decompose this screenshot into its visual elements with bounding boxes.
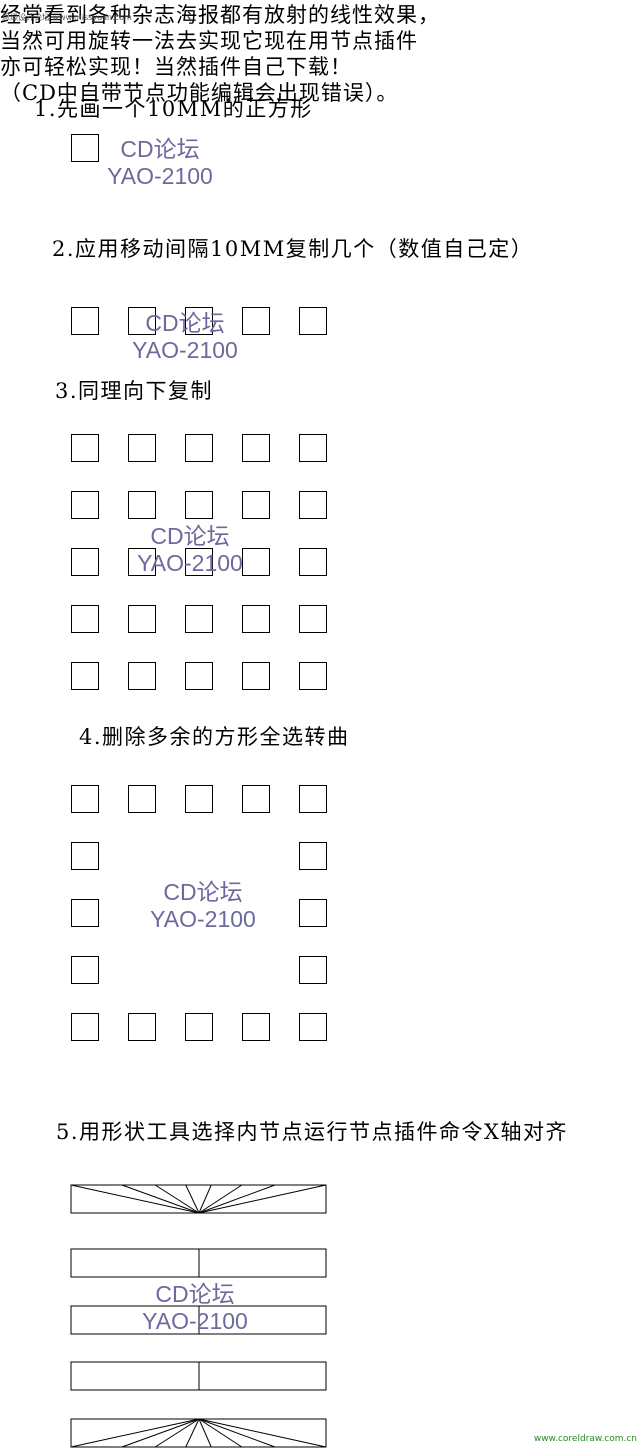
square bbox=[242, 491, 270, 519]
square bbox=[71, 785, 99, 813]
step-4-heading: 4.删除多余的方形全选转曲 bbox=[79, 725, 350, 749]
square bbox=[242, 548, 270, 576]
square bbox=[185, 1013, 213, 1041]
intro-line-1: 经常看到各种杂志海报都有放射的线性效果， bbox=[0, 3, 440, 27]
square bbox=[299, 842, 327, 870]
node-bar bbox=[70, 1305, 327, 1335]
square bbox=[71, 605, 99, 633]
square bbox=[299, 1013, 327, 1041]
brand-name: CD论坛 bbox=[120, 136, 200, 162]
square bbox=[299, 548, 327, 576]
square bbox=[128, 307, 156, 335]
square bbox=[128, 605, 156, 633]
node-bar bbox=[70, 1361, 327, 1391]
square bbox=[185, 662, 213, 690]
square bbox=[299, 605, 327, 633]
square bbox=[71, 662, 99, 690]
step-1-heading: 1.先画一个10MM的正方形 bbox=[34, 97, 313, 121]
square bbox=[128, 785, 156, 813]
brand-watermark-1: CD论坛 YAO-2100 bbox=[100, 136, 220, 190]
step-3-heading: 3.同理向下复制 bbox=[55, 379, 214, 403]
brand-code: YAO-2100 bbox=[150, 906, 256, 932]
brand-code: YAO-2100 bbox=[132, 337, 238, 363]
brand-watermark-4: CD论坛 YAO-2100 bbox=[138, 879, 268, 933]
square bbox=[71, 842, 99, 870]
square bbox=[128, 491, 156, 519]
square bbox=[71, 307, 99, 335]
square bbox=[71, 548, 99, 576]
square bbox=[242, 605, 270, 633]
square bbox=[299, 899, 327, 927]
intro-text: 经常看到各种杂志海报都有放射的线性效果， 当然可用旋转一法去实现它现在用节点插件… bbox=[0, 2, 440, 106]
square bbox=[242, 1013, 270, 1041]
intro-line-3: 亦可轻松实现！当然插件自己下载！ bbox=[0, 55, 352, 79]
square bbox=[71, 956, 99, 984]
square bbox=[242, 307, 270, 335]
square bbox=[299, 662, 327, 690]
square bbox=[299, 434, 327, 462]
square bbox=[71, 899, 99, 927]
square bbox=[185, 307, 213, 335]
brand-watermark-3: CD论坛 YAO-2100 bbox=[130, 523, 250, 577]
brand-watermark-2: CD论坛 YAO-2100 bbox=[125, 310, 245, 364]
square bbox=[71, 1013, 99, 1041]
site-watermark: 思缘设计论坛 www.missyuan.com bbox=[2, 13, 132, 22]
node-bar bbox=[70, 1184, 327, 1214]
square bbox=[185, 434, 213, 462]
square bbox=[128, 434, 156, 462]
square bbox=[242, 434, 270, 462]
step-2-heading: 2.应用移动间隔10MM复制几个（数值自己定） bbox=[52, 237, 534, 261]
square bbox=[299, 491, 327, 519]
intro-line-2: 当然可用旋转一法去实现它现在用节点插件 bbox=[0, 29, 418, 53]
square bbox=[185, 605, 213, 633]
square bbox=[185, 785, 213, 813]
brand-code: YAO-2100 bbox=[107, 163, 213, 189]
brand-code: YAO-2100 bbox=[137, 550, 243, 576]
square bbox=[242, 662, 270, 690]
brand-name: CD论坛 bbox=[145, 310, 225, 336]
brand-name: CD论坛 bbox=[155, 1281, 235, 1307]
aligned-node-bars bbox=[70, 1184, 327, 1448]
square bbox=[185, 548, 213, 576]
brand-code: YAO-2100 bbox=[142, 1308, 248, 1334]
square bbox=[128, 662, 156, 690]
square bbox=[128, 548, 156, 576]
brand-name: CD论坛 bbox=[163, 879, 243, 905]
square bbox=[71, 491, 99, 519]
node-bar bbox=[70, 1248, 327, 1278]
square bbox=[128, 1013, 156, 1041]
square bbox=[299, 785, 327, 813]
square bbox=[299, 956, 327, 984]
brand-watermark-5: CD论坛 YAO-2100 bbox=[130, 1281, 260, 1335]
square bbox=[242, 785, 270, 813]
footer-site-link[interactable]: www.coreldraw.com.cn bbox=[533, 1434, 637, 1444]
square bbox=[71, 434, 99, 462]
intro-line-4: （CD中自带节点功能编辑会出现错误）。 bbox=[0, 81, 399, 105]
brand-name: CD论坛 bbox=[150, 523, 230, 549]
square bbox=[71, 134, 99, 162]
step-5-heading: 5.用形状工具选择内节点运行节点插件命令X轴对齐 bbox=[56, 1120, 568, 1144]
node-bar bbox=[70, 1418, 327, 1448]
square bbox=[185, 491, 213, 519]
square bbox=[299, 307, 327, 335]
